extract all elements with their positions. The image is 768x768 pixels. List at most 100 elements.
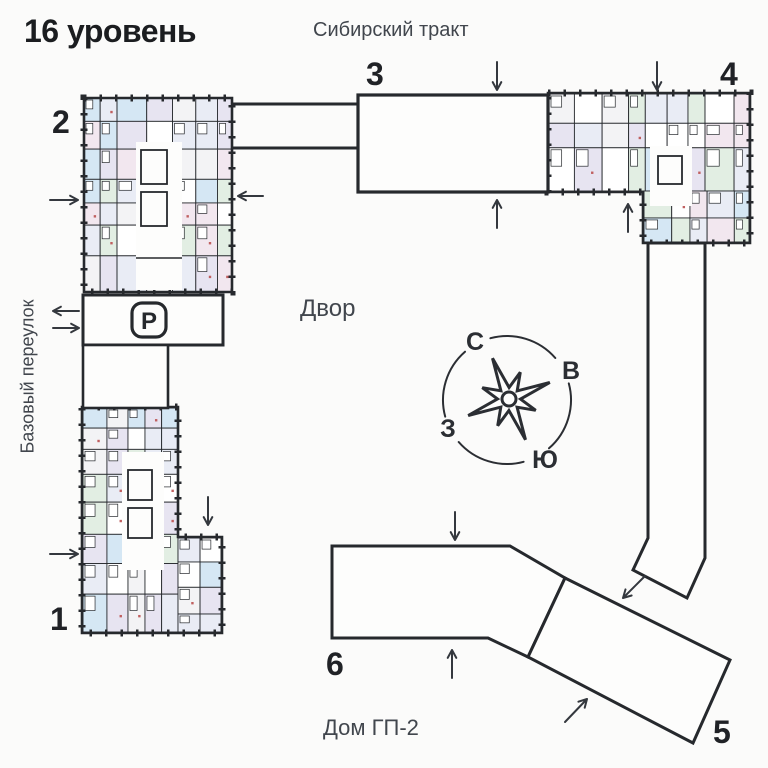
page-title: 16 уровень [24, 13, 197, 49]
unit-cell [108, 503, 119, 517]
unit-cell [603, 95, 616, 108]
entrance-arrow [622, 575, 646, 599]
entrance-arrow [49, 194, 79, 206]
unit-cell [645, 219, 658, 230]
entrance-arrow [491, 199, 503, 229]
unit-cell [161, 563, 179, 595]
entrance-arrow [622, 203, 634, 233]
unit-cell [219, 123, 226, 135]
unit-cell [197, 123, 208, 135]
unit-cell [99, 255, 118, 293]
courtyard-label: Двор [300, 295, 356, 322]
compass-north-label: С [466, 328, 484, 356]
entrance-arrow [564, 698, 588, 723]
unit-cell [217, 97, 233, 122]
building-5-plan[interactable] [526, 575, 732, 746]
unit-cell [154, 419, 158, 422]
unit-cell [108, 429, 119, 439]
unit-cell [671, 217, 691, 243]
building-outline [82, 96, 234, 294]
unit-cell [99, 97, 118, 122]
unit-cell [83, 148, 101, 180]
unit-cell [197, 257, 208, 272]
unit-cell [186, 215, 189, 218]
building-4-plan[interactable] [544, 89, 754, 247]
building-6-plan[interactable] [330, 544, 567, 660]
unit-cell [171, 519, 174, 523]
unit-cell [630, 149, 638, 167]
unit-cell [708, 192, 721, 204]
unit-cell [101, 150, 110, 163]
unit-cell [698, 171, 701, 174]
unit-cell [93, 215, 97, 218]
unit-cell [179, 588, 190, 600]
unit-cell [691, 192, 700, 204]
building-outline [80, 405, 224, 635]
street-label-left: Базовый переулок [17, 299, 38, 454]
compass-west-label: З [440, 415, 456, 443]
parking-badge: P [130, 301, 168, 339]
unit-cell [101, 226, 110, 240]
unit-cell [666, 93, 689, 124]
unit-cell [706, 149, 720, 167]
building-2-plan[interactable] [80, 94, 236, 296]
unit-cell [550, 149, 563, 167]
unit-cell [108, 409, 119, 418]
unit-cell [99, 202, 118, 226]
entrance-arrow [446, 649, 458, 679]
unit-cell [668, 124, 679, 135]
building-4-core [650, 146, 692, 206]
building-1-plan[interactable] [78, 403, 226, 637]
unit-cell [84, 535, 96, 548]
entrance-arrow [449, 511, 461, 541]
unit-cell [97, 439, 100, 443]
unit-cell [83, 224, 101, 257]
building-1-core [122, 452, 164, 570]
unit-cell [161, 593, 179, 633]
unit-cell [119, 489, 122, 493]
unit-cell [197, 204, 208, 214]
unit-cell [573, 122, 603, 149]
unit-cell [161, 427, 179, 450]
unit-cell [127, 427, 146, 450]
unit-cell [146, 97, 173, 122]
unit-cell [689, 124, 698, 135]
unit-cell [179, 539, 190, 550]
unit-cell [85, 180, 94, 191]
entrance-arrow [237, 190, 264, 202]
building-3-plan[interactable] [356, 93, 550, 194]
unit-cell [601, 122, 630, 149]
unit-cell [119, 519, 122, 523]
unit-cell [138, 614, 141, 618]
unit-cell [735, 124, 743, 135]
corridor-link [232, 102, 358, 150]
unit-cell [601, 147, 630, 192]
building-5-number: 5 [713, 714, 731, 750]
building-4-wing[interactable] [631, 241, 707, 601]
unit-cell [199, 561, 222, 588]
unit-cell [172, 97, 197, 122]
unit-cell [628, 122, 646, 149]
unit-cell [101, 180, 110, 191]
unit-cell [163, 535, 171, 548]
unit-cell [146, 595, 155, 611]
unit-cell [106, 593, 129, 633]
compass-rose: С В З Ю [440, 328, 580, 474]
unit-cell [208, 241, 212, 245]
unit-cell [144, 407, 163, 429]
unit-cell [682, 205, 686, 209]
unit-cell [195, 97, 218, 122]
parking-symbol: P [141, 308, 157, 335]
compass-east-label: В [562, 357, 580, 385]
unit-cell [129, 595, 138, 611]
building-2-number: 2 [52, 104, 70, 140]
entrance-arrow [491, 61, 503, 91]
unit-cell [119, 614, 122, 618]
compass-ring [442, 335, 572, 465]
unit-cell [108, 565, 119, 578]
entrance-arrow [52, 322, 80, 334]
unit-cell [644, 93, 668, 124]
site-label: Дом ГП-2 [323, 715, 419, 740]
unit-cell [687, 93, 706, 124]
